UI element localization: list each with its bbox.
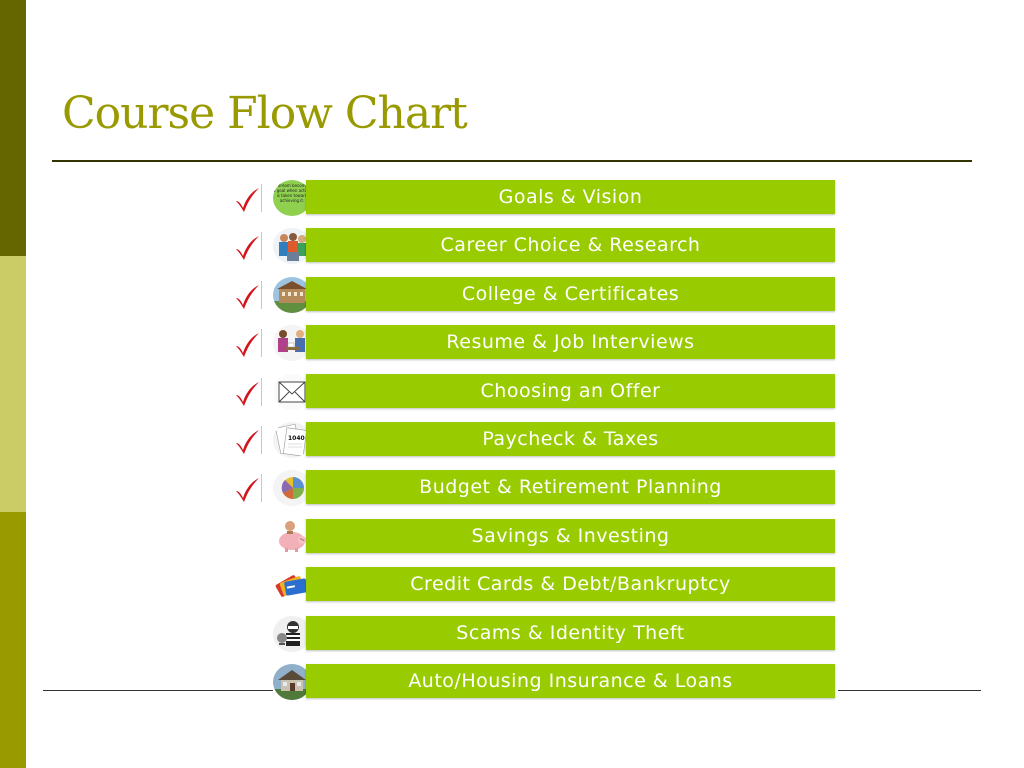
sidebar-stripe-middle (0, 256, 26, 512)
dream-quote-icon: A dream becomes a goal when action is ta… (273, 180, 311, 216)
job-interview-icon (273, 325, 311, 362)
checkmark-icon (233, 186, 261, 214)
flow-row: Scams & Identity Theft (228, 615, 838, 652)
divider (261, 280, 262, 309)
flow-step-label: Paycheck & Taxes (306, 422, 835, 456)
divider (261, 329, 262, 358)
flow-row: Credit Cards & Debt/Bankruptcy (228, 567, 838, 604)
flow-step-label: College & Certificates (306, 276, 835, 311)
divider (261, 426, 262, 454)
flow-step-label: Choosing an Offer (306, 373, 835, 408)
footer-rule-right (838, 690, 981, 691)
checkmark-icon (233, 380, 261, 408)
flow-step-label: Scams & Identity Theft (306, 615, 835, 650)
divider (261, 474, 262, 503)
flow-row: Resume & Job Interviews (228, 325, 838, 362)
flow-step-label: Resume & Job Interviews (306, 325, 835, 360)
sidebar-stripe-bottom (0, 512, 26, 768)
flow-step-label: Savings & Investing (306, 518, 835, 553)
college-building-icon (273, 276, 311, 313)
checkmark-icon (233, 283, 261, 311)
budget-pie-chart-icon (273, 470, 311, 507)
flow-row: College & Certificates (228, 276, 838, 313)
tax-form-number: 1040 (288, 435, 305, 442)
flow-row: Budget & Retirement Planning (228, 470, 838, 507)
flow-step-label: Career Choice & Research (306, 228, 835, 263)
checkmark-icon (233, 234, 261, 262)
checkmark-icon (233, 476, 261, 504)
credit-cards-icon (273, 567, 311, 604)
slide-title: Course Flow Chart (62, 88, 468, 139)
divider (261, 232, 262, 261)
flow-row: Savings & Investing (228, 518, 838, 555)
flow-row: Choosing an Offer (228, 373, 838, 410)
piggy-bank-icon (273, 518, 311, 555)
house-icon (273, 664, 311, 700)
flow-row: Auto/Housing Insurance & Loans (228, 664, 838, 700)
flow-step-label: Goals & Vision (306, 180, 835, 214)
flow-row: A dream becomes a goal when action is ta… (228, 180, 838, 216)
thief-icon (273, 615, 311, 652)
flow-step-label: Credit Cards & Debt/Bankruptcy (306, 567, 835, 602)
flow-row: Career Choice & Research (228, 228, 838, 265)
divider (261, 184, 262, 212)
checkmark-icon (233, 428, 261, 456)
divider (261, 377, 262, 406)
people-careers-icon (273, 228, 311, 265)
title-underline (52, 160, 972, 162)
checkmark-icon (233, 331, 261, 359)
flow-step-label: Auto/Housing Insurance & Loans (306, 664, 835, 698)
dream-quote-text: A dream becomes a goal when action is ta… (273, 183, 311, 203)
footer-rule-left (43, 690, 273, 691)
flow-step-label: Budget & Retirement Planning (306, 470, 835, 505)
tax-form-icon: 1040 (273, 422, 311, 458)
envelope-offer-icon (273, 373, 311, 410)
sidebar-stripe-top (0, 0, 26, 256)
